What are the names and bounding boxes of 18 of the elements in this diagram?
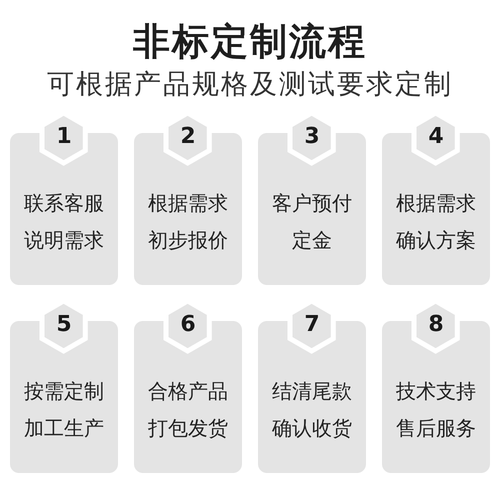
step-description: 技术支持售后服务 xyxy=(395,378,477,442)
step-description: 根据需求初步报价 xyxy=(147,190,229,254)
subtitle: 可根据产品规格及测试要求定制 xyxy=(47,68,453,102)
step-description: 合格产品打包发货 xyxy=(147,378,229,442)
step-description: 结清尾款确认收货 xyxy=(271,378,353,442)
step-number: 3 xyxy=(304,124,320,150)
step-number: 6 xyxy=(180,312,196,338)
step-number: 2 xyxy=(180,124,196,150)
step-number: 1 xyxy=(56,124,72,150)
step-description: 根据需求确认方案 xyxy=(395,190,477,254)
step-number: 7 xyxy=(304,312,320,338)
step-number: 5 xyxy=(56,312,72,338)
step-description: 联系客服说明需求 xyxy=(23,190,105,254)
step-description: 客户预付定金 xyxy=(271,190,353,254)
step-number: 4 xyxy=(428,124,444,150)
step-number: 8 xyxy=(428,312,444,338)
step-description: 按需定制加工生产 xyxy=(23,378,105,442)
page-title: 非标定制流程 xyxy=(133,20,367,64)
